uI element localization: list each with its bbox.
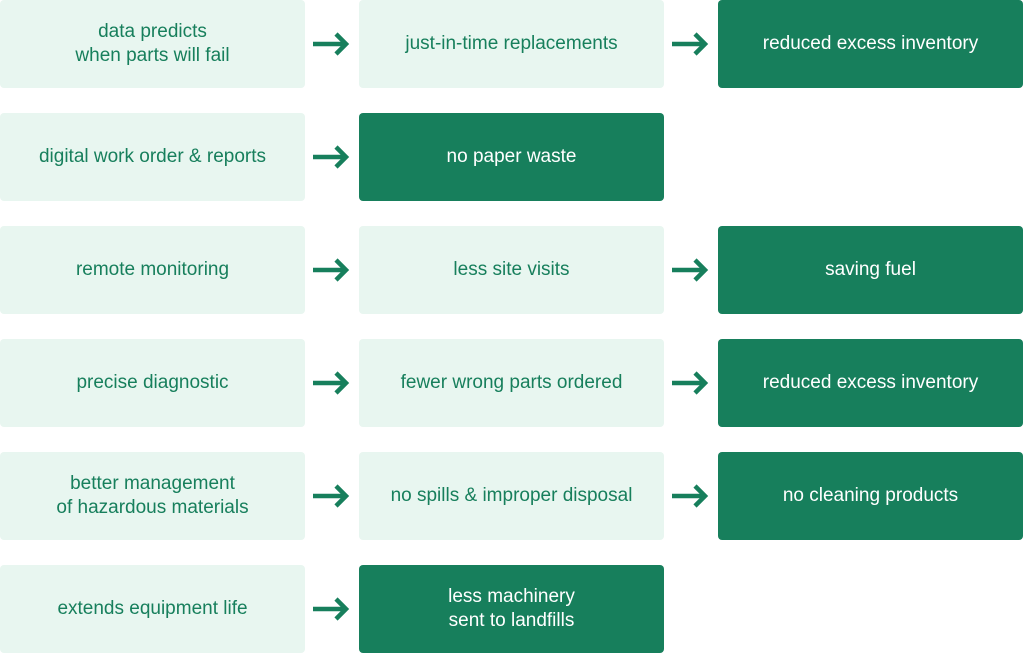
step-box-r2-c1: digital work order & reports xyxy=(0,113,305,201)
step-box-r4-c1: precise diagnostic xyxy=(0,339,305,427)
flow-row-5: better management of hazardous materials… xyxy=(0,452,1024,540)
arrow-right-icon xyxy=(312,595,352,623)
outcome-box-r2-c2: no paper waste xyxy=(359,113,664,201)
outcome-box-r1-c3: reduced excess inventory xyxy=(718,0,1023,88)
outcome-box-r4-c3: reduced excess inventory xyxy=(718,339,1023,427)
arrow-right-icon xyxy=(671,256,711,284)
arrow-right-icon xyxy=(312,30,352,58)
outcome-box-r3-c3: saving fuel xyxy=(718,226,1023,314)
step-box-r4-c2: fewer wrong parts ordered xyxy=(359,339,664,427)
flow-row-1: data predicts when parts will fail just-i… xyxy=(0,0,1024,88)
step-box-r5-c2: no spills & improper disposal xyxy=(359,452,664,540)
step-box-r6-c1: extends equipment life xyxy=(0,565,305,653)
arrow-right-icon xyxy=(312,482,352,510)
outcome-box-r5-c3: no cleaning products xyxy=(718,452,1023,540)
arrow-right-icon xyxy=(671,369,711,397)
arrow-right-icon xyxy=(312,143,352,171)
step-box-r5-c1: better management of hazardous materials xyxy=(0,452,305,540)
flow-row-4: precise diagnostic fewer wrong parts orde… xyxy=(0,339,1024,427)
step-box-r1-c2: just-in-time replacements xyxy=(359,0,664,88)
step-box-r3-c2: less site visits xyxy=(359,226,664,314)
outcome-box-r6-c2: less machinery sent to landfills xyxy=(359,565,664,653)
flow-row-6: extends equipment life less machinery sen… xyxy=(0,565,1024,653)
arrow-right-icon xyxy=(312,256,352,284)
arrow-right-icon xyxy=(671,482,711,510)
flow-row-2: digital work order & reports no paper was… xyxy=(0,113,1024,201)
arrow-right-icon xyxy=(671,30,711,58)
step-box-r1-c1: data predicts when parts will fail xyxy=(0,0,305,88)
arrow-right-icon xyxy=(312,369,352,397)
step-box-r3-c1: remote monitoring xyxy=(0,226,305,314)
flow-row-3: remote monitoring less site visits saving … xyxy=(0,226,1024,314)
